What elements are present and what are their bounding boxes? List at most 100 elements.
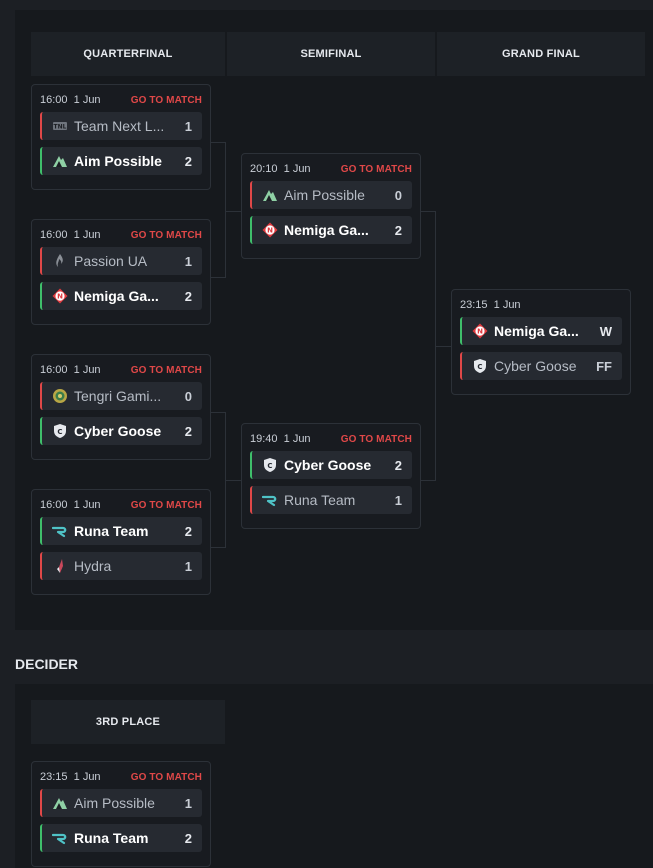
aim-possible-logo-icon (262, 187, 278, 203)
svg-text:N: N (477, 328, 483, 336)
hydra-logo-icon (52, 558, 68, 574)
match-header: 20:10 1 Jun GO TO MATCH (250, 162, 412, 176)
team-row[interactable]: N Nemiga Ga... 2 (40, 282, 202, 310)
aim-possible-logo-icon (52, 153, 68, 169)
team-row[interactable]: N Nemiga Ga... W (460, 317, 622, 345)
connector-line (225, 211, 241, 212)
team-score: 2 (184, 830, 192, 846)
team-score: 1 (394, 492, 402, 508)
team-name: Passion UA (74, 253, 148, 269)
team-score: 2 (184, 423, 192, 439)
match-time: 16:00 1 Jun (40, 94, 101, 106)
team-row[interactable]: N Nemiga Ga... 2 (250, 216, 412, 244)
passion-ua-logo-icon (52, 253, 68, 269)
go-to-match-link[interactable]: GO TO MATCH (340, 433, 412, 445)
match-time: 16:00 1 Jun (40, 229, 101, 241)
team-name: Cyber Goose (284, 457, 372, 473)
match-header: 23:15 1 Jun (460, 298, 622, 312)
go-to-match-link[interactable]: GO TO MATCH (130, 94, 202, 106)
team-score: 2 (184, 288, 192, 304)
nemiga-logo-icon: N (262, 222, 278, 238)
team-row[interactable]: Runa Team 2 (40, 517, 202, 545)
match-header: 19:40 1 Jun GO TO MATCH (250, 432, 412, 446)
svg-text:C: C (477, 363, 482, 371)
team-row[interactable]: C Cyber Goose 2 (250, 451, 412, 479)
match-time: 23:15 1 Jun (40, 771, 101, 783)
round-header-semifinal: SEMIFINAL (227, 32, 435, 76)
go-to-match-link[interactable]: GO TO MATCH (130, 364, 202, 376)
connector-line (420, 480, 436, 481)
team-name: Cyber Goose (494, 358, 577, 374)
team-name: Runa Team (284, 492, 356, 508)
team-row[interactable]: C Cyber Goose FF (460, 352, 622, 380)
team-score: 2 (184, 153, 192, 169)
team-name: Nemiga Ga... (74, 288, 159, 304)
connector-line (225, 480, 241, 481)
go-to-match-link[interactable]: GO TO MATCH (130, 499, 202, 511)
svg-text:N: N (57, 293, 63, 301)
match-time: 19:40 1 Jun (250, 433, 311, 445)
team-score: 0 (394, 187, 402, 203)
team-name: Tengri Gami... (74, 388, 162, 404)
aim-possible-logo-icon (52, 795, 68, 811)
team-row[interactable]: Runa Team 2 (40, 824, 202, 852)
team-name: Aim Possible (284, 187, 365, 203)
svg-text:N: N (267, 227, 273, 235)
nemiga-logo-icon: N (472, 323, 488, 339)
team-name: Runa Team (74, 523, 149, 539)
team-score: FF (596, 358, 612, 374)
team-name: Aim Possible (74, 795, 155, 811)
team-row[interactable]: Aim Possible 2 (40, 147, 202, 175)
team-name: Nemiga Ga... (494, 323, 579, 339)
tnl-logo-icon: TNL (52, 118, 68, 134)
connector-line (210, 547, 226, 548)
team-row[interactable]: Runa Team 1 (250, 486, 412, 514)
runa-logo-icon (51, 523, 68, 539)
team-name: Runa Team (74, 830, 149, 846)
match-time: 20:10 1 Jun (250, 163, 311, 175)
connector-line (435, 346, 451, 347)
cyber-goose-logo-icon: C (262, 457, 278, 473)
tengri-logo-icon (52, 388, 68, 404)
svg-text:TNL: TNL (54, 124, 67, 131)
team-row[interactable]: Aim Possible 0 (250, 181, 412, 209)
match-time: 16:00 1 Jun (40, 499, 101, 511)
cyber-goose-logo-icon: C (52, 423, 68, 439)
match-time: 23:15 1 Jun (460, 299, 521, 311)
team-score: 2 (394, 457, 402, 473)
team-name: Aim Possible (74, 153, 162, 169)
round-header-3rd-place: 3RD PLACE (31, 700, 225, 744)
cyber-goose-logo-icon: C (472, 358, 488, 374)
go-to-match-link[interactable]: GO TO MATCH (130, 771, 202, 783)
round-header-grand-final: GRAND FINAL (437, 32, 645, 76)
go-to-match-link[interactable]: GO TO MATCH (340, 163, 412, 175)
team-name: Team Next L... (74, 118, 165, 134)
team-name: Nemiga Ga... (284, 222, 369, 238)
match-header: 16:00 1 Jun GO TO MATCH (40, 228, 202, 242)
go-to-match-link[interactable]: GO TO MATCH (130, 229, 202, 241)
svg-text:C: C (267, 462, 272, 470)
team-row[interactable]: Tengri Gami...0 (40, 382, 202, 410)
team-name: Hydra (74, 558, 112, 574)
nemiga-logo-icon: N (52, 288, 68, 304)
team-score: 2 (184, 523, 192, 539)
match-header: 23:15 1 Jun GO TO MATCH (40, 770, 202, 784)
connector-line (210, 412, 226, 413)
team-score: W (599, 323, 612, 339)
runa-logo-icon (51, 830, 68, 846)
team-score: 2 (394, 222, 402, 238)
